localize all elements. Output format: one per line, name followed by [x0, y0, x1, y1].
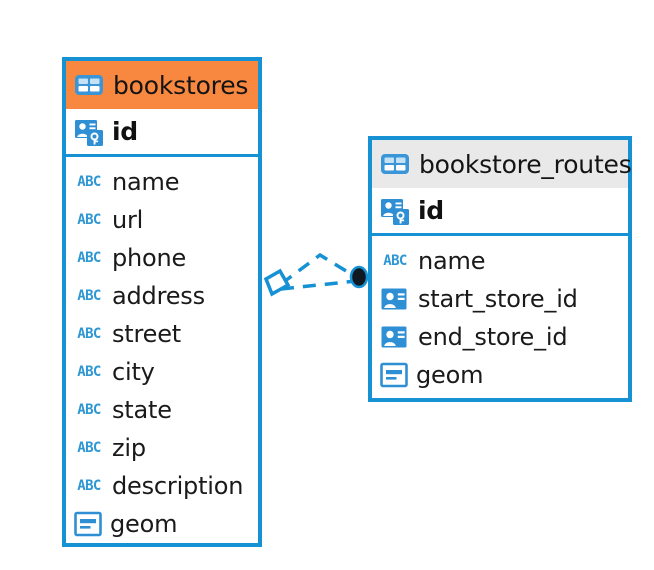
- primary-key-icon: [380, 196, 410, 226]
- filled-circle-marker: [349, 265, 369, 289]
- field-label: name: [112, 168, 180, 196]
- field-label: phone: [112, 244, 187, 272]
- field-label: end_store_id: [418, 323, 568, 351]
- field-row-primary-key[interactable]: id: [372, 188, 628, 236]
- abc-text-icon: ABC: [77, 440, 101, 456]
- primary-key-label: id: [112, 117, 138, 146]
- field-row-url[interactable]: ABC url: [74, 201, 250, 239]
- entity-header-bookstores[interactable]: bookstores: [66, 61, 258, 109]
- field-row-street[interactable]: ABC street: [74, 315, 250, 353]
- field-row-end-store-id[interactable]: end_store_id: [380, 318, 620, 356]
- field-label: zip: [112, 434, 146, 462]
- field-row-geom[interactable]: geom: [74, 505, 250, 543]
- abc-text-icon: ABC: [77, 174, 101, 190]
- field-label: url: [112, 206, 144, 234]
- geometry-icon: [380, 362, 408, 388]
- abc-text-icon: ABC: [77, 364, 101, 380]
- field-row-phone[interactable]: ABC phone: [74, 239, 250, 277]
- entity-title-bookstores: bookstores: [113, 70, 249, 100]
- field-label: street: [112, 320, 181, 348]
- abc-text-icon: ABC: [77, 288, 101, 304]
- field-row-description[interactable]: ABC description: [74, 467, 250, 505]
- field-row-geom[interactable]: geom: [380, 356, 620, 394]
- foreign-key-icon: [380, 324, 410, 350]
- abc-text-icon: ABC: [383, 253, 407, 269]
- entity-header-bookstore-routes[interactable]: bookstore_routes: [372, 140, 632, 188]
- abc-text-icon: ABC: [77, 326, 101, 342]
- table-icon: [74, 73, 104, 97]
- field-list-bookstores: ABC name ABC url ABC phone ABC: [66, 157, 258, 543]
- field-label: description: [112, 472, 244, 500]
- geometry-icon: [74, 511, 102, 537]
- field-row-name[interactable]: ABC name: [74, 163, 250, 201]
- entity-table-bookstore-routes[interactable]: bookstore_routes id: [368, 136, 632, 402]
- field-label: city: [112, 358, 155, 386]
- table-icon: [380, 152, 410, 176]
- entity-table-bookstores[interactable]: bookstores id: [62, 57, 262, 547]
- field-list-bookstore-routes: ABC name start_store_id: [372, 236, 628, 394]
- field-row-address[interactable]: ABC address: [74, 277, 250, 315]
- field-row-city[interactable]: ABC city: [74, 353, 250, 391]
- field-label: address: [112, 282, 205, 310]
- field-label: name: [418, 247, 486, 275]
- abc-text-icon: ABC: [77, 402, 101, 418]
- field-row-name[interactable]: ABC name: [380, 242, 620, 280]
- field-label: geom: [110, 510, 178, 538]
- abc-text-icon: ABC: [77, 250, 101, 266]
- relationship-line-upper: [279, 252, 357, 286]
- field-row-state[interactable]: ABC state: [74, 391, 250, 429]
- field-label: state: [112, 396, 172, 424]
- primary-key-label: id: [418, 196, 444, 225]
- entity-title-bookstore-routes: bookstore_routes: [419, 149, 632, 179]
- field-row-zip[interactable]: ABC zip: [74, 429, 250, 467]
- abc-text-icon: ABC: [77, 478, 101, 494]
- field-row-primary-key[interactable]: id: [66, 109, 258, 157]
- field-row-start-store-id[interactable]: start_store_id: [380, 280, 620, 318]
- diamond-open-marker: [263, 268, 291, 297]
- field-label: start_store_id: [418, 285, 578, 313]
- relationship-line-lower: [280, 279, 357, 291]
- abc-text-icon: ABC: [77, 212, 101, 228]
- foreign-key-icon: [380, 286, 410, 312]
- field-label: geom: [416, 361, 484, 389]
- primary-key-icon: [74, 117, 104, 147]
